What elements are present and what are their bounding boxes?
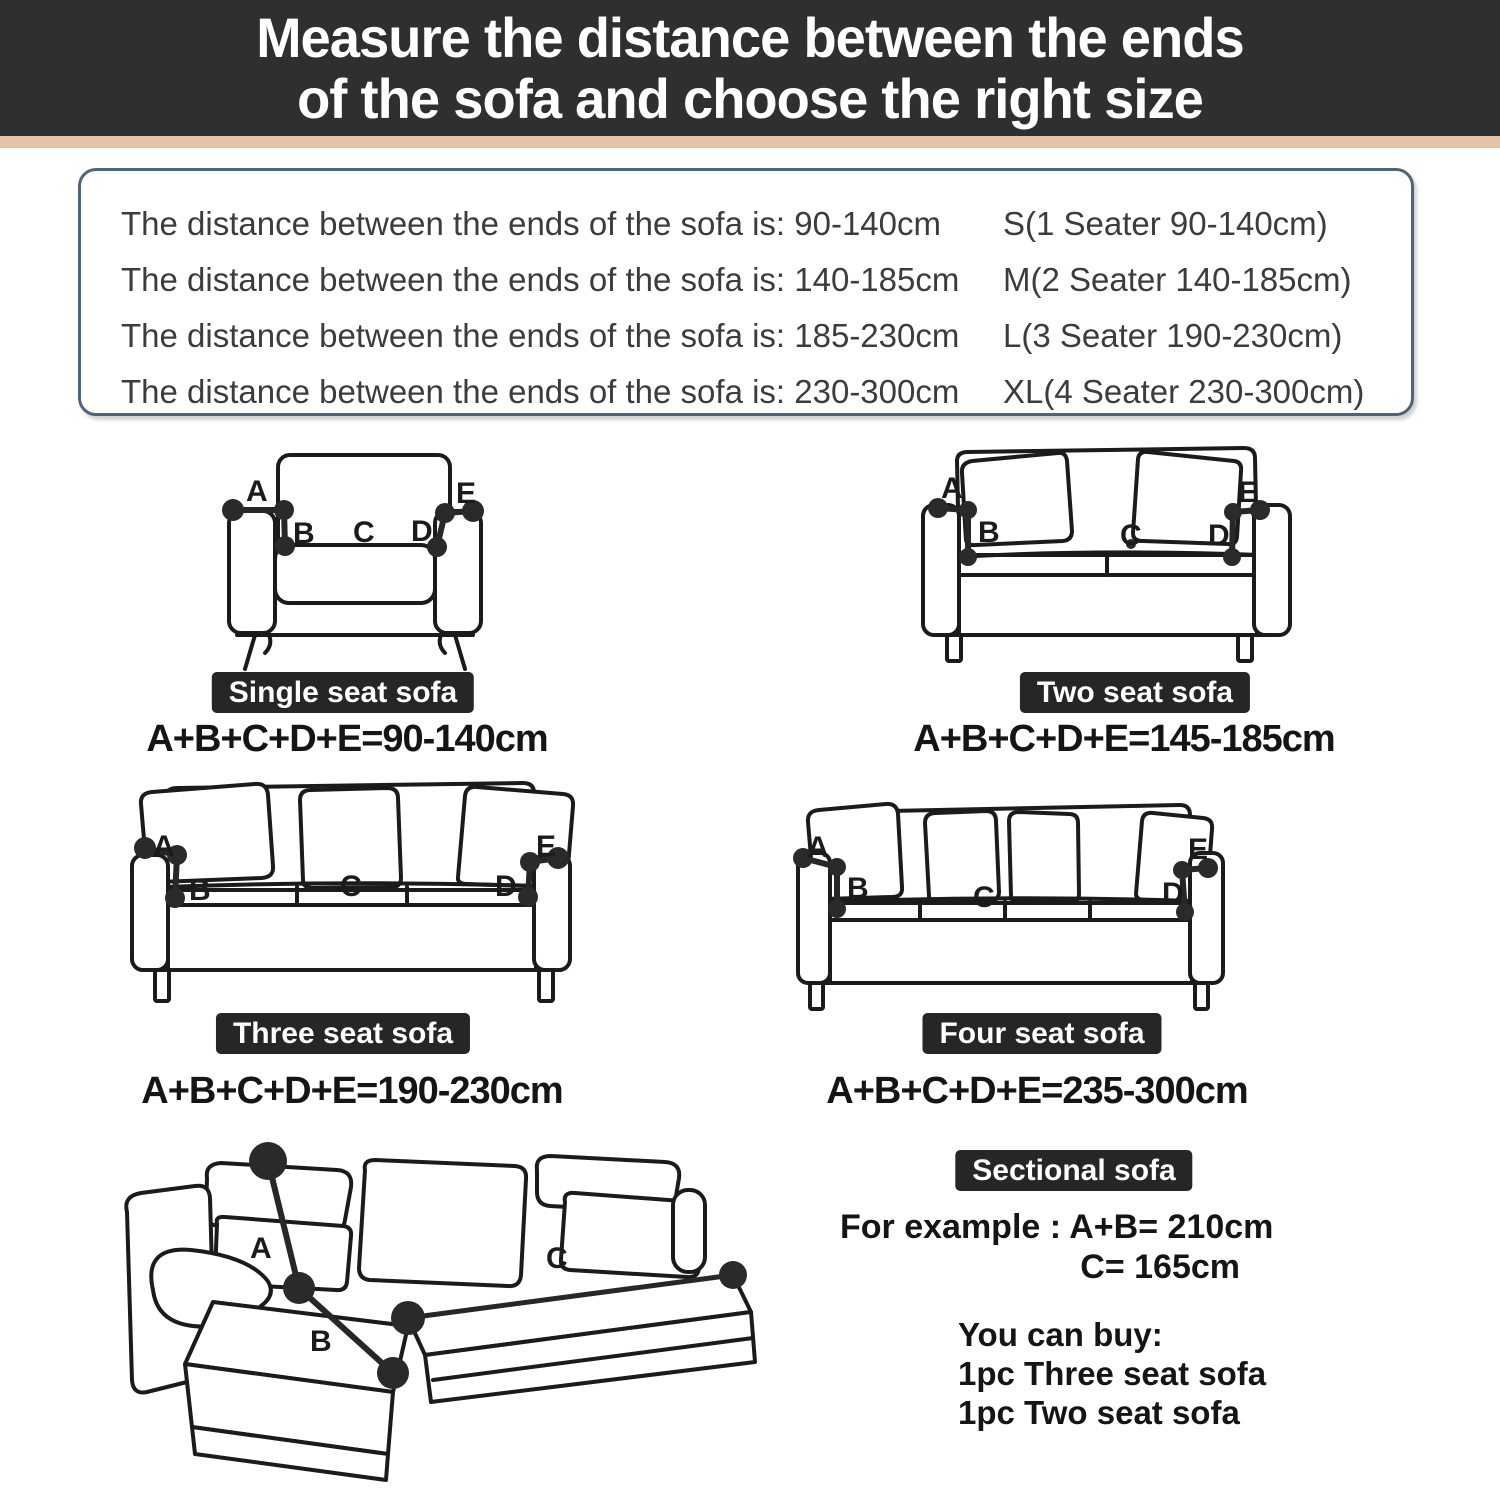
size-guide-box: The distance between the ends of the sof…: [78, 168, 1414, 416]
size-guide-row: The distance between the ends of the sof…: [121, 364, 1411, 420]
distance-text: The distance between the ends of the sof…: [121, 373, 960, 410]
marker-b: B: [293, 517, 315, 550]
marker-b: B: [310, 1325, 332, 1358]
marker-c: C: [546, 1242, 568, 1275]
header-title-line1: Measure the distance between the ends: [256, 6, 1244, 69]
header-banner: Measure the distance between the ends of…: [0, 0, 1500, 136]
measure-markers: A B C D E: [793, 831, 1218, 921]
marker-a: A: [246, 475, 268, 508]
sectional-example-line2: C= 165cm: [1080, 1248, 1240, 1286]
size-text: M(2 Seater 140-185cm): [1003, 261, 1352, 298]
marker-a: A: [153, 830, 175, 863]
measure-markers: A B C D E: [222, 475, 484, 557]
four-sofa-label: Four seat sofa: [922, 1013, 1162, 1054]
sectional-sofa-label: Sectional sofa: [955, 1150, 1193, 1191]
header-accent-strip: [0, 136, 1500, 148]
marker-c: C: [340, 870, 362, 903]
marker-d: D: [411, 515, 433, 548]
single-sofa-label: Single seat sofa: [211, 672, 475, 713]
marker-b: B: [847, 872, 869, 905]
buy-item: 1pc Two seat sofa: [958, 1394, 1240, 1431]
three-sofa-formula: A+B+C+D+E=190-230cm: [141, 1070, 563, 1112]
marker-b: B: [189, 874, 211, 907]
marker-a: A: [807, 831, 829, 864]
sectional-sofa-drawing: A B C: [124, 1142, 757, 1482]
marker-c: C: [1120, 519, 1142, 552]
header-title-line2: of the sofa and choose the right size: [297, 67, 1204, 130]
marker-e: E: [1238, 476, 1258, 509]
buy-heading: You can buy:: [958, 1316, 1163, 1353]
single-sofa-drawing: A B C D E: [222, 453, 484, 671]
buy-item: 1pc Three seat sofa: [958, 1355, 1267, 1392]
marker-e: E: [456, 477, 476, 510]
marker-d: D: [1162, 877, 1184, 910]
measure-markers: A B C: [249, 1142, 747, 1389]
size-text: XL(4 Seater 230-300cm): [1003, 373, 1365, 410]
sectional-example-line1: For example : A+B= 210cm: [840, 1208, 1274, 1246]
marker-e: E: [536, 830, 556, 863]
size-text: L(3 Seater 190-230cm): [1003, 317, 1343, 354]
two-sofa-label: Two seat sofa: [1019, 672, 1251, 713]
marker-a: A: [941, 472, 963, 505]
size-guide-row: The distance between the ends of the sof…: [121, 252, 1411, 308]
two-sofa-drawing: A B C D E: [921, 446, 1292, 663]
marker-e: E: [1188, 833, 1208, 866]
three-sofa-label: Three seat sofa: [215, 1013, 471, 1054]
marker-a: A: [250, 1232, 272, 1265]
single-sofa-formula: A+B+C+D+E=90-140cm: [146, 718, 548, 760]
two-sofa-formula: A+B+C+D+E=145-185cm: [913, 718, 1335, 760]
size-text: S(1 Seater 90-140cm): [1003, 205, 1328, 242]
marker-d: D: [1208, 519, 1230, 552]
measure-markers: A B C D E: [928, 472, 1270, 566]
measure-markers: A B C D E: [134, 830, 569, 908]
buy-suggestion: You can buy: 1pc Three seat sofa 1pc Two…: [958, 1315, 1266, 1432]
size-guide-row: The distance between the ends of the sof…: [121, 308, 1411, 364]
size-guide-row: The distance between the ends of the sof…: [121, 196, 1411, 252]
three-sofa-drawing: A B C D E: [130, 781, 576, 1003]
distance-text: The distance between the ends of the sof…: [121, 261, 960, 298]
distance-text: The distance between the ends of the sof…: [121, 317, 960, 354]
marker-c: C: [353, 516, 375, 549]
four-sofa-drawing: A B C D E: [793, 801, 1225, 1011]
distance-text: The distance between the ends of the sof…: [121, 205, 942, 242]
marker-c: C: [973, 881, 995, 914]
marker-d: D: [495, 870, 517, 903]
four-sofa-formula: A+B+C+D+E=235-300cm: [826, 1070, 1248, 1112]
marker-b: B: [978, 516, 1000, 549]
